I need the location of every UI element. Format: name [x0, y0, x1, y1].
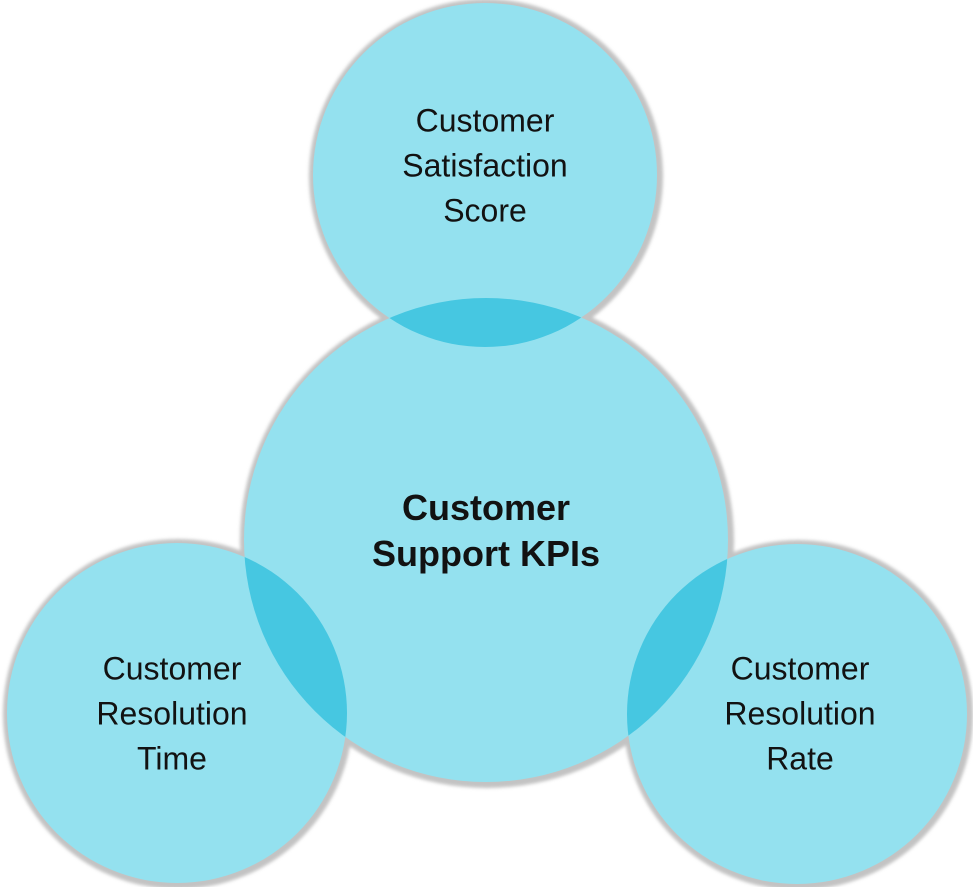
overlap-left-center [244, 543, 347, 782]
center-circle [244, 298, 728, 782]
top-circle [313, 3, 657, 347]
bottom-right-circle [627, 544, 967, 884]
